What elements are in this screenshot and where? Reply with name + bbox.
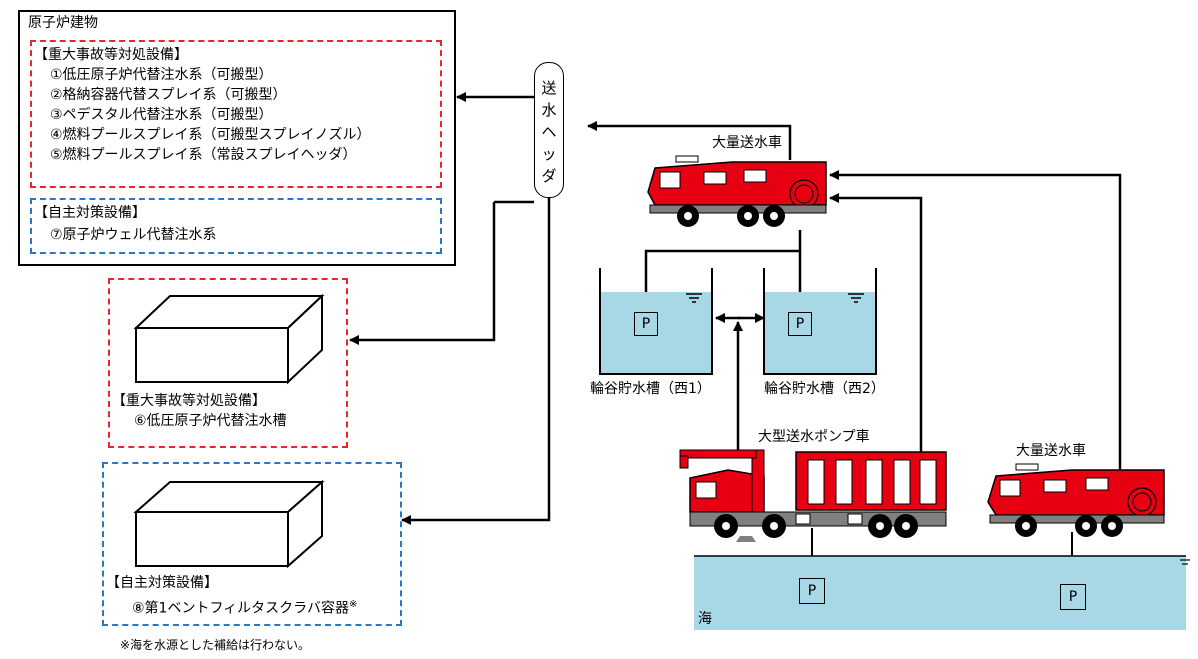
- tank6-shape: [133, 293, 325, 385]
- building-blue-heading: 【自主対策設備】: [34, 205, 146, 221]
- right-truck-shape: [987, 463, 1165, 537]
- header-char-5: ダ: [541, 167, 557, 185]
- line-pump-truck-to-top-truck: [829, 193, 923, 456]
- top-truck-label: 大量送水車: [712, 135, 782, 151]
- pump-icon-west2: P: [788, 312, 812, 336]
- line-top-truck-to-header: [587, 121, 792, 160]
- header-char-1: 送: [541, 79, 557, 97]
- tank-west1-label: 輪谷貯水槽（西1）: [590, 381, 711, 397]
- building-blue-item-7: ⑦原子炉ウェル代替注水系: [50, 227, 217, 243]
- building-red-item-1: ①低圧原子炉代替注水系（可搬型）: [50, 67, 273, 83]
- water-tank-west2: [763, 268, 877, 375]
- tank8-mark: ※: [349, 599, 358, 610]
- building-red-group: [30, 40, 442, 188]
- building-red-item-3: ③ペデスタル代替注水系（可搬型）: [50, 107, 273, 123]
- line-header-to-tank6: [349, 202, 496, 345]
- tank6-group: [108, 278, 348, 448]
- footnote: ※海を水源とした補給は行わない。: [120, 638, 311, 652]
- top-truck-shape: [647, 155, 827, 227]
- right-truck-label: 大量送水車: [1016, 443, 1086, 459]
- tank8-heading: 【自主対策設備】: [106, 575, 218, 591]
- pump-truck-shape: [679, 449, 947, 542]
- tank8-group: [102, 462, 402, 626]
- reactor-building-title: 原子炉建物: [28, 15, 98, 31]
- tank8-label-line: ⑧第1ベントフィルタスクラバ容器※: [132, 596, 357, 618]
- tank-west2-label: 輪谷貯水槽（西2）: [764, 381, 885, 397]
- pump-icon-sea-1: P: [799, 578, 825, 604]
- tank6-label: ⑥低圧原子炉代替注水槽: [134, 413, 287, 429]
- building-blue-group: [30, 198, 442, 254]
- building-red-item-5: ⑤燃料プールスプレイ系（常設スプレイヘッダ）: [50, 147, 357, 163]
- header-char-4: ッ: [541, 145, 557, 163]
- line-header-to-tank8: [401, 196, 551, 525]
- pump-icon-west1: P: [634, 312, 658, 336]
- reactor-building-box: [18, 10, 456, 266]
- sea-label: 海: [698, 611, 712, 627]
- sea-area: [694, 555, 1190, 630]
- line-right-truck-to-top-truck: [829, 170, 1122, 470]
- tank8-shape: [133, 479, 325, 569]
- building-red-item-2: ②格納容器代替スプレイ系（可搬型）: [50, 87, 287, 103]
- pump-icon-sea-2: P: [1060, 584, 1086, 610]
- building-red-item-4: ④燃料プールスプレイ系（可搬型スプレイノズル）: [50, 127, 371, 143]
- header-char-3: ヘ: [541, 123, 557, 141]
- pump-truck-label: 大型送水ポンプ車: [758, 429, 870, 445]
- tank8-label: ⑧第1ベントフィルタスクラバ容器: [132, 600, 350, 617]
- building-red-heading: 【重大事故等対処設備】: [34, 47, 188, 63]
- tank6-heading: 【重大事故等対処設備】: [112, 393, 266, 409]
- line-truck-to-tank1-pump: [644, 230, 802, 312]
- water-header: 送 水 ヘ ッ ダ: [534, 62, 564, 198]
- header-char-2: 水: [541, 101, 557, 119]
